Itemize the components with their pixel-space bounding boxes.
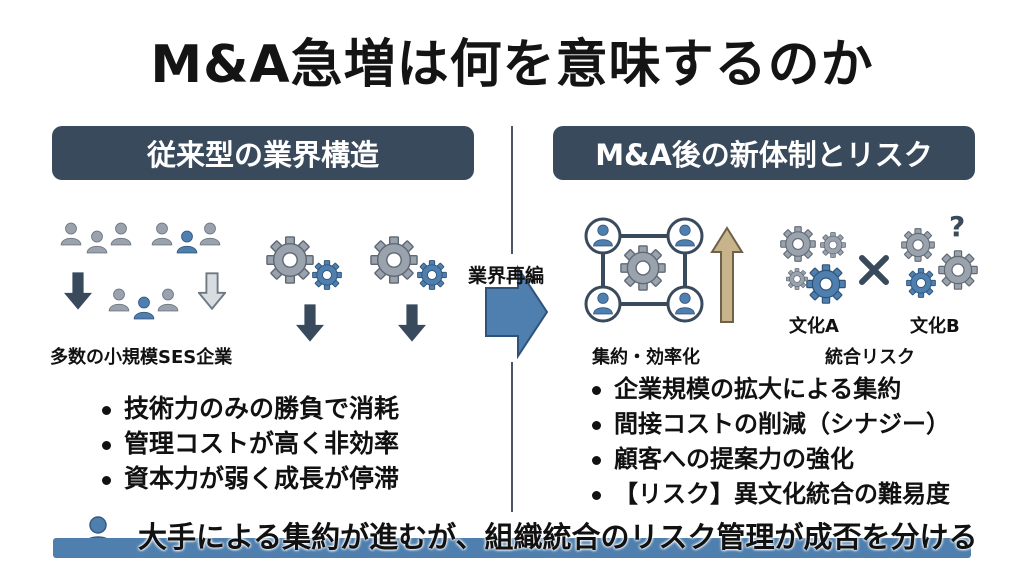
network-icon [584, 217, 704, 323]
people-group-icon [108, 288, 179, 320]
gear-icon [806, 264, 846, 304]
list-item: 技術力のみの勝負で消耗 [96, 391, 399, 426]
gear-icon [370, 236, 418, 284]
list-item: 資本力が弱く成長が停滞 [96, 461, 399, 496]
integration-risk-caption: 統合リスク [825, 347, 915, 368]
gear-icon [901, 228, 935, 262]
left-caption: 多数の小規模SES企業 [50, 347, 233, 368]
list-item: 顧客への提案力の強化 [586, 442, 950, 477]
right-arrow-icon [485, 264, 549, 360]
down-arrow-icon [398, 304, 426, 342]
center-divider-bottom [511, 362, 513, 512]
page-title: M&A急増は何を意味するのか [150, 35, 874, 95]
question-icon: ? [949, 210, 965, 243]
list-item: 【リスク】異文化統合の難易度 [586, 477, 950, 512]
center-divider-top [511, 126, 513, 254]
up-arrow-icon [710, 226, 744, 323]
gear-icon [780, 226, 816, 262]
down-arrow-icon [198, 272, 226, 310]
gear-icon [312, 260, 342, 290]
gear-icon [906, 268, 936, 298]
culture-b-label: 文化B [910, 316, 960, 337]
culture-a-label: 文化A [789, 316, 839, 337]
down-arrow-icon [296, 304, 324, 342]
gear-icon [417, 260, 447, 290]
left-header: 従来型の業界構造 [52, 126, 474, 180]
cross-icon [859, 255, 889, 285]
list-item: 間接コストの削減（シナジー） [586, 407, 950, 442]
left-bullet-list: 技術力のみの勝負で消耗 管理コストが高く非効率 資本力が弱く成長が停滞 [96, 391, 399, 496]
gear-icon [786, 268, 808, 290]
gear-icon [820, 232, 846, 258]
conclusion-bar [53, 538, 971, 558]
gear-icon [938, 250, 978, 290]
efficiency-caption: 集約・効率化 [592, 347, 700, 368]
down-arrow-icon [64, 272, 92, 310]
people-group-icon [151, 222, 221, 254]
list-item: 企業規模の拡大による集約 [586, 372, 950, 407]
people-group-icon [60, 222, 132, 254]
arrow-label: 業界再編 [468, 265, 545, 287]
gear-icon [266, 236, 314, 284]
right-header: M&A後の新体制とリスク [553, 126, 975, 180]
list-item: 管理コストが高く非効率 [96, 426, 399, 461]
right-bullet-list: 企業規模の拡大による集約 間接コストの削減（シナジー） 顧客への提案力の強化 【… [586, 372, 950, 512]
conclusion-text: 大手による集約が進むが、組織統合のリスク管理が成否を分ける [138, 520, 978, 554]
